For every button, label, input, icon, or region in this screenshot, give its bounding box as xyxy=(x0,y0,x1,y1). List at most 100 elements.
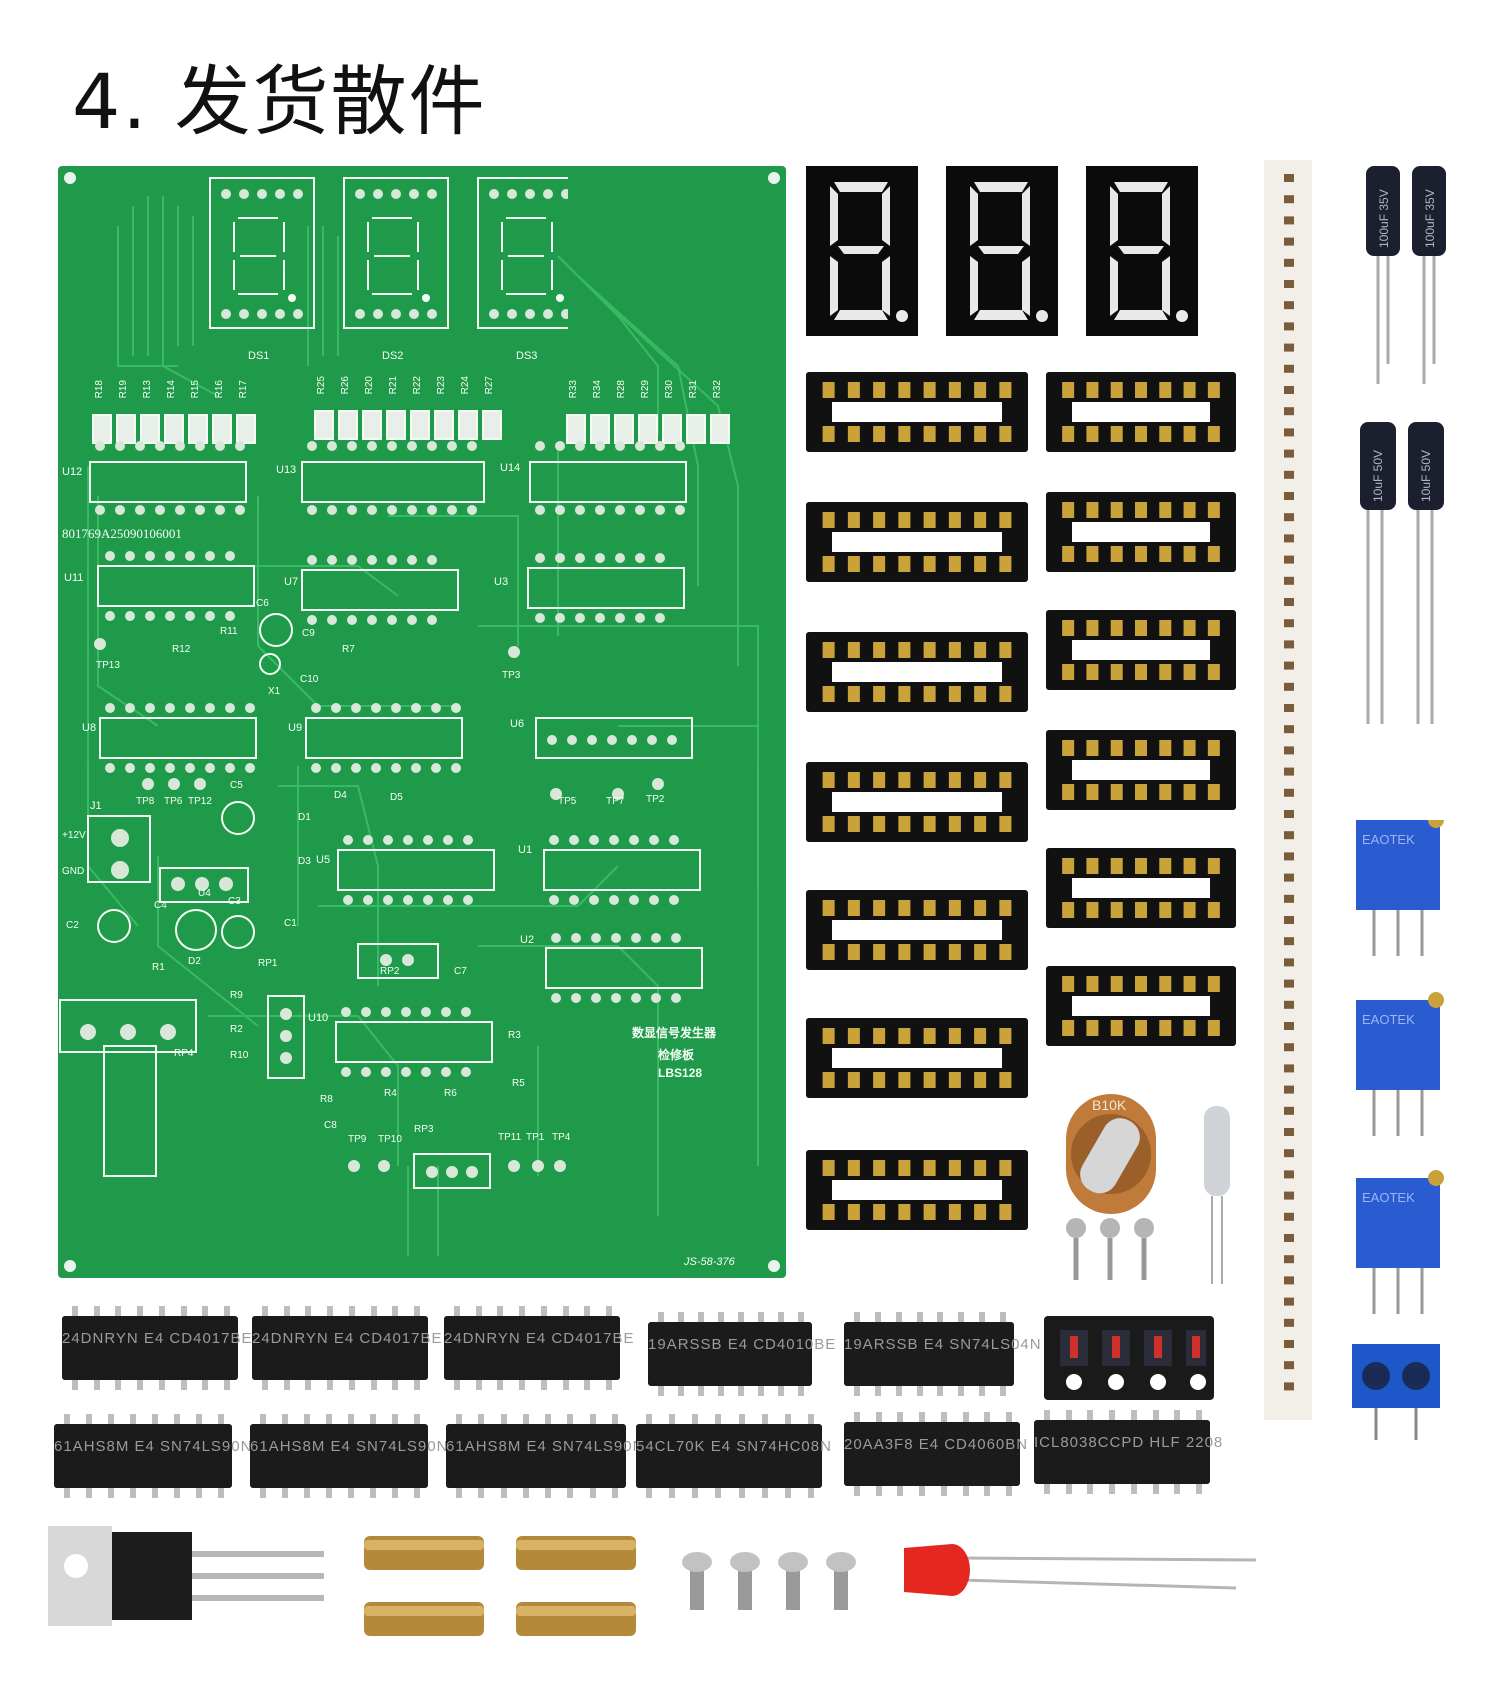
smd-part xyxy=(1284,937,1294,946)
smd-part xyxy=(1284,343,1294,352)
resistor-pad xyxy=(482,410,502,440)
chip-pin xyxy=(108,1414,114,1424)
d2-label: D2 xyxy=(188,956,201,967)
trimmer-brand-3: EAOTEK xyxy=(1362,1190,1415,1205)
chip-pin xyxy=(1087,1410,1094,1420)
ic-socket xyxy=(806,1150,1028,1230)
smd-part xyxy=(1284,364,1294,373)
u11-label: U11 xyxy=(64,572,84,584)
u5-label: U5 xyxy=(316,854,331,866)
chip-pin xyxy=(669,1488,676,1498)
chip-pin xyxy=(283,1306,290,1316)
chip-pin xyxy=(715,1414,722,1424)
voltage-regulator xyxy=(48,1526,324,1626)
chip-pin xyxy=(612,1414,618,1424)
seven-segment-display-3 xyxy=(1086,166,1198,336)
chip-pin xyxy=(196,1414,202,1424)
chip-pin xyxy=(984,1486,991,1496)
chip-pin xyxy=(137,1380,144,1390)
resistor-pad xyxy=(386,410,406,440)
chip-pin xyxy=(658,1386,664,1396)
ic-socket xyxy=(1046,848,1236,928)
smd-part xyxy=(1284,619,1294,628)
ic-chip: 61AHS8M E4 SN74LS90N xyxy=(446,1414,643,1498)
chip-pin xyxy=(540,1306,547,1316)
chip-pin xyxy=(218,1414,224,1424)
u12-label: U12 xyxy=(62,466,83,478)
chip-pin xyxy=(895,1312,902,1322)
chip-pin xyxy=(475,1380,482,1390)
u2-label: U2 xyxy=(520,934,535,946)
chip-pin xyxy=(478,1414,485,1424)
tp1-label: TP1 xyxy=(526,1132,545,1143)
chip-pin xyxy=(940,1412,947,1422)
u3-label: U3 xyxy=(494,576,509,588)
chip-pin xyxy=(137,1306,144,1316)
b10k-potentiometer: B10K xyxy=(1066,1094,1156,1280)
trimmer-brand-1: EAOTEK xyxy=(1362,832,1415,847)
r5-label: R5 xyxy=(512,1078,525,1089)
u6-label: U6 xyxy=(510,718,525,730)
chip-pin xyxy=(497,1380,504,1390)
chip-pin xyxy=(305,1306,312,1316)
chip-pin xyxy=(218,1488,224,1498)
chip-pin xyxy=(567,1414,574,1424)
chip-marking: 61AHS8M E4 SN74LS90N xyxy=(54,1438,253,1455)
chip-pin xyxy=(589,1414,596,1424)
chip-pin xyxy=(646,1414,652,1424)
chip-pin xyxy=(761,1488,768,1498)
ic-socket xyxy=(1046,966,1236,1046)
r3-label: R3 xyxy=(508,1030,521,1041)
ic-socket xyxy=(1046,492,1236,572)
pcb-traces xyxy=(64,172,780,1272)
c6-label: C6 xyxy=(256,598,269,609)
smd-part xyxy=(1284,979,1294,988)
chip-marking: 61AHS8M E4 SN74LS90N xyxy=(250,1438,449,1455)
resistor-pad xyxy=(140,414,160,444)
chip-pin xyxy=(158,1306,165,1316)
chip-pin xyxy=(738,1414,745,1424)
chip-pin xyxy=(758,1386,764,1396)
smd-part xyxy=(1284,1276,1294,1285)
seven-segment-display-1 xyxy=(806,166,918,336)
resistor-pad xyxy=(662,414,682,444)
chip-pin xyxy=(522,1414,529,1424)
smd-component-strip xyxy=(1264,160,1312,1420)
chip-pin xyxy=(1152,1484,1159,1494)
smd-part xyxy=(1284,386,1294,394)
chip-pin xyxy=(669,1414,676,1424)
chip-pin xyxy=(64,1414,70,1424)
r7-label: R7 xyxy=(342,644,355,655)
chip-pin xyxy=(1000,1386,1006,1396)
electrolytic-capacitors: 100uF 35V 100uF 35V 10uF 50V 10uF 50V xyxy=(1360,166,1446,724)
u9-label: U9 xyxy=(288,722,303,734)
chip-marking: 24DNRYN E4 CD4017BE xyxy=(252,1330,443,1347)
smd-part xyxy=(1284,449,1294,458)
chip-pin xyxy=(612,1488,618,1498)
chip-marking: ICL8038CCPD HLF 2208 xyxy=(1034,1434,1224,1451)
chip-pin xyxy=(715,1488,722,1498)
u4-label: U4 xyxy=(198,888,211,899)
chip-pin xyxy=(979,1386,986,1396)
chip-pin xyxy=(115,1306,122,1316)
c7-label: C7 xyxy=(454,966,467,977)
smd-part xyxy=(1284,746,1294,755)
chip-pin xyxy=(392,1414,398,1424)
chip-pin xyxy=(606,1306,612,1316)
resistor-pad xyxy=(686,414,706,444)
chip-pin xyxy=(718,1312,724,1322)
chip-pin xyxy=(698,1386,704,1396)
chip-pin xyxy=(738,1488,745,1498)
chip-pin xyxy=(348,1380,355,1390)
chip-pin xyxy=(1152,1410,1159,1420)
chip-pin xyxy=(456,1414,462,1424)
chip-pin xyxy=(761,1414,768,1424)
chip-pin xyxy=(962,1486,969,1496)
smd-part xyxy=(1284,1128,1294,1136)
r2-label: R2 xyxy=(230,1024,243,1035)
c4-label: C4 xyxy=(154,900,167,911)
chip-pin xyxy=(916,1312,923,1322)
smd-part xyxy=(1284,894,1294,903)
ic-socket xyxy=(1046,610,1236,690)
tp9-label: TP9 xyxy=(348,1134,367,1145)
